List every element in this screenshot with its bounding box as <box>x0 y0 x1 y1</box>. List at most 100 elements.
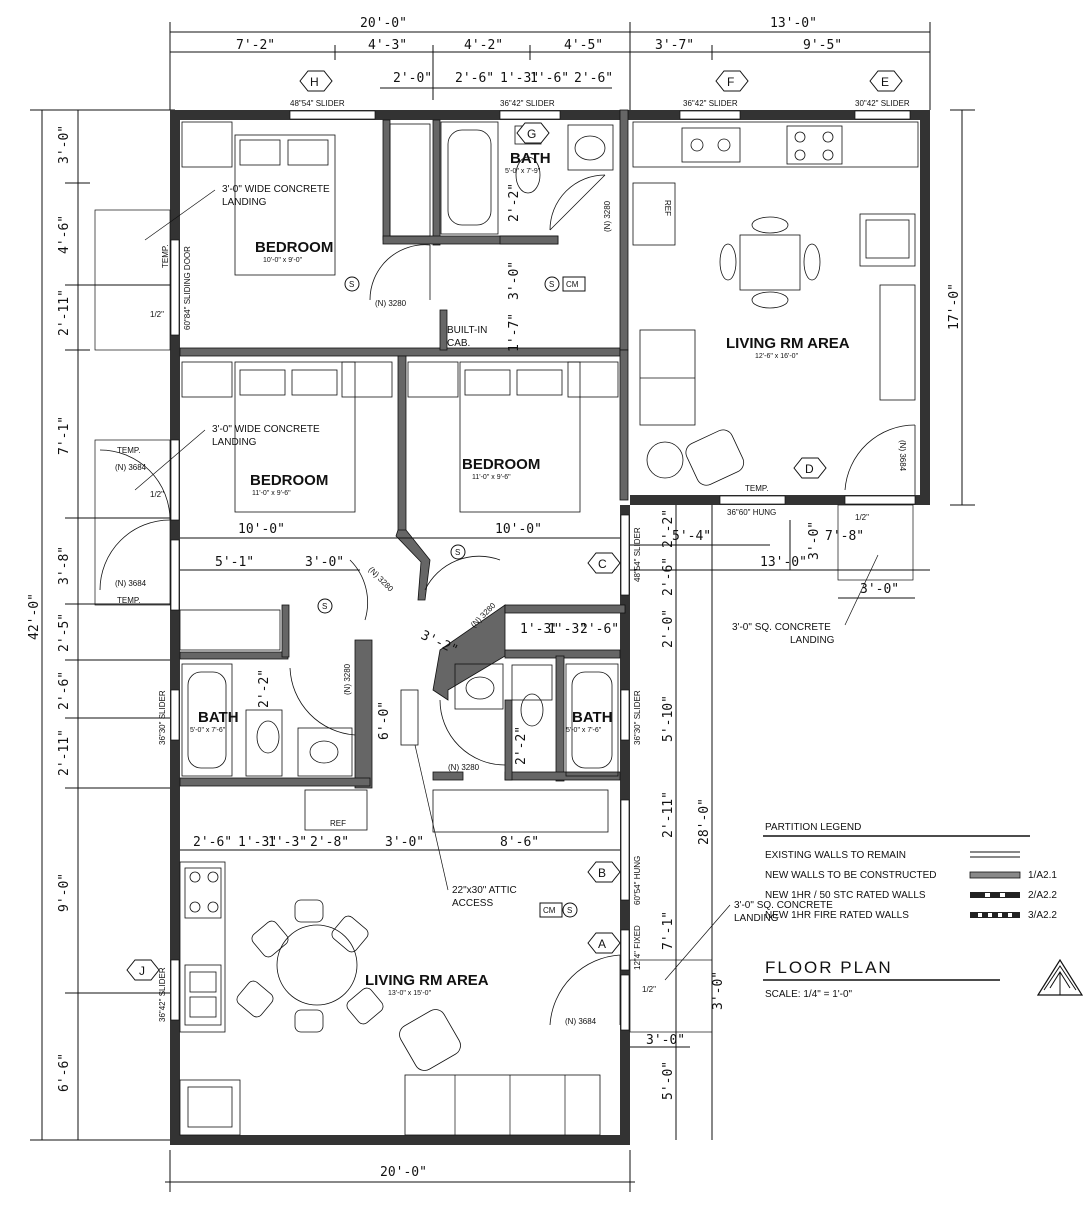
door-label-g: (N) 3684 <box>115 463 147 472</box>
dim-bed-w1: 10'-0" <box>238 522 285 537</box>
room-living-lower-size: 13'-0" x 15'-0" <box>388 990 432 997</box>
interior-walls <box>179 109 629 789</box>
dim-k2: 1'-3" <box>238 835 277 850</box>
door-label-h: (N) 3684 <box>115 579 147 588</box>
room-bath-top-size: 5'-0" x 7'-9" <box>505 168 541 175</box>
dim-v5: 6'-0" <box>377 701 392 740</box>
dim-right-overall-lower: 28'-0" <box>697 798 712 845</box>
north-arrow-icon <box>1036 958 1084 996</box>
tag-g: G <box>527 127 536 141</box>
dim-left-d1: 3'-0" <box>57 125 72 164</box>
dim-right-r6: 7'-1" <box>661 911 676 950</box>
note-builtin-b: CAB. <box>447 338 470 349</box>
window-label-c: 48"54" SLIDER <box>633 527 642 582</box>
partition-legend: PARTITION LEGEND EXISTING WALLS TO REMAI… <box>763 822 1057 921</box>
room-bedroom-1: BEDROOM <box>255 239 333 256</box>
dim-right-r1: 2'-2" <box>661 509 676 548</box>
dim-left-overall: 42'-0" <box>27 593 42 640</box>
dim-k4: 2'-8" <box>310 835 349 850</box>
dim-k1: 2'-6" <box>193 835 232 850</box>
dim-right-overall-upper: 17'-0" <box>947 283 962 330</box>
dim-k3: 1'-3" <box>268 835 307 850</box>
co-monitor-1: CM <box>566 280 579 289</box>
co-monitor-2: CM <box>543 906 556 915</box>
bottom-dimension: 20'-0" <box>165 1150 635 1192</box>
smoke-detector-2: S <box>549 280 554 289</box>
window-label-g: 36"42" SLIDER <box>500 99 555 108</box>
tag-c: C <box>598 557 607 571</box>
window-label-a: 12"4" FIXED <box>633 925 642 970</box>
room-bath-left: BATH <box>198 709 239 726</box>
right-dimensions: 17'-0" 28'-0" 2'-2" 2'-6" 2'-0" 5'-10" 2… <box>630 109 975 1140</box>
legend-title: PARTITION LEGEND <box>765 822 861 833</box>
notes: 3'-0" WIDE CONCRETE LANDING 3'-0" WIDE C… <box>117 184 879 994</box>
dim-left-d9: 9'-0" <box>57 873 72 912</box>
dim-right-r4: 5'-10" <box>661 695 676 742</box>
door-label-b: (N) 3280 <box>603 200 612 232</box>
dim-k5: 3'-0" <box>385 835 424 850</box>
dim-right-r5: 2'-11" <box>661 791 676 838</box>
window-label-f: 36"42" SLIDER <box>683 99 738 108</box>
dim-right-w1: 5'-4" <box>672 529 711 544</box>
legend-item-4: NEW 1HR FIRE RATED WALLS <box>765 910 909 921</box>
dim-left-d2: 4'-6" <box>57 215 72 254</box>
note-ref-2: REF <box>330 819 346 828</box>
dim-top-sub1: 2'-0" <box>393 71 432 86</box>
dim-v1: 2'-2" <box>507 183 522 222</box>
dim-hall4: 2'-6" <box>580 622 619 637</box>
dim-right-w2-v: 3'-0" <box>807 521 822 560</box>
dim-top-seg2: 4'-3" <box>368 38 407 53</box>
window-label-bath-l: 36"30" SLIDER <box>158 690 167 745</box>
legend-item-1: EXISTING WALLS TO REMAIN <box>765 850 906 861</box>
note-builtin-a: BUILT-IN <box>447 325 487 336</box>
dim-top-sub5: 2'-6" <box>574 71 613 86</box>
dim-top-sub3: 1'-3" <box>500 71 539 86</box>
window-tags: H G F E D C B A J <box>126 70 903 981</box>
dim-top-seg4: 4'-5" <box>564 38 603 53</box>
dim-v3: 1'-7" <box>507 313 522 352</box>
legend-item-2: NEW WALLS TO BE CONSTRUCTED <box>765 870 937 881</box>
room-labels: BEDROOM 10'-0" x 9'-0" BEDROOM 11'-0" x … <box>190 150 850 997</box>
room-bedroom-3: BEDROOM <box>462 456 540 473</box>
drawing-scale: SCALE: 1/4" = 1'-0" <box>765 989 853 1000</box>
dim-top-seg5: 3'-7" <box>655 38 694 53</box>
dim-right-w3: 13'-0" <box>760 555 807 570</box>
note-temp-3: TEMP. <box>745 484 768 493</box>
tag-d: D <box>805 462 814 476</box>
dim-v2: 3'-0" <box>507 261 522 300</box>
dim-left-d4: 7'-1" <box>57 416 72 455</box>
room-living-upper-size: 12'-6" x 16'-0" <box>755 353 799 360</box>
dim-left-d5: 3'-8" <box>57 546 72 585</box>
legend-item-3: NEW 1HR / 50 STC RATED WALLS <box>765 890 926 901</box>
window-label-b: 60"54" HUNG <box>633 856 642 905</box>
dim-left-d8: 2'-11" <box>57 729 72 776</box>
dim-bed-w2: 10'-0" <box>495 522 542 537</box>
door-label-c: (N) 3280 <box>367 565 396 594</box>
dim-top-overall-right: 13'-0" <box>770 16 817 31</box>
note-landing2-a: 3'-0" WIDE CONCRETE <box>212 424 320 435</box>
fixtures <box>94 121 919 1136</box>
interior-dimensions: 10'-0" 10'-0" 5'-1" 3'-0" 3'-2" 2'-6" 1'… <box>180 183 620 851</box>
room-bedroom-2-size: 11'-0" x 9'-6" <box>252 490 291 497</box>
window-label-d: 36"60" HUNG <box>727 508 776 517</box>
note-half-2: 1/2" <box>150 490 164 499</box>
note-landing1-a: 3'-0" WIDE CONCRETE <box>222 184 330 195</box>
note-landing4-b: LANDING <box>734 913 779 924</box>
dim-left-d3: 2'-11" <box>57 289 72 336</box>
tag-b: B <box>598 866 606 880</box>
top-dimensions: 20'-0" 13'-0" 7'-2" 4'-3" 4'-2" 4'-5" 3'… <box>169 16 931 110</box>
room-bath-right-size: 5'-0" x 7'-6" <box>566 727 602 734</box>
room-living-lower: LIVING RM AREA <box>365 972 489 989</box>
room-living-upper: LIVING RM AREA <box>726 335 850 352</box>
smoke-detector-5: S <box>567 906 572 915</box>
note-attic-a: 22"x30" ATTIC <box>452 885 517 896</box>
room-bath-left-size: 5'-0" x 7'-6" <box>190 727 226 734</box>
dim-top-seg1: 7'-2" <box>236 38 275 53</box>
title-block: FLOOR PLAN SCALE: 1/4" = 1'-0" <box>763 958 1084 1000</box>
dim-left-d6: 2'-5" <box>57 613 72 652</box>
legend-item-2-ref: 1/A2.1 <box>1028 870 1057 881</box>
dim-top-seg6: 9'-5" <box>803 38 842 53</box>
left-dimensions: 42'-0" 3'-0" 4'-6" 2'-11" 7'-1" 3'-8" 2'… <box>27 109 175 1141</box>
